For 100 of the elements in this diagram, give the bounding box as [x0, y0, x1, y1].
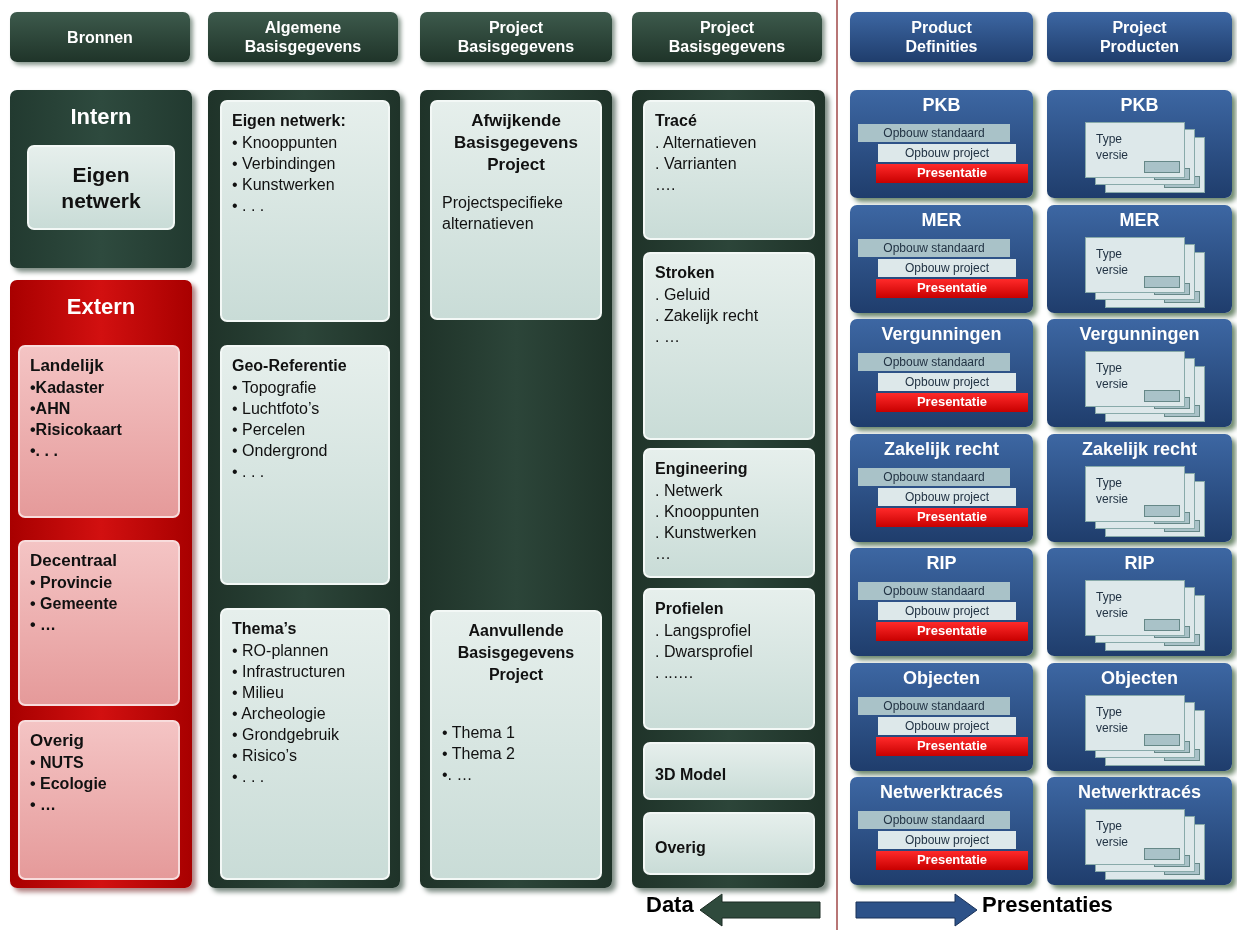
layer-strip: Opbouw project	[878, 373, 1016, 391]
card-heading: Landelijk	[30, 355, 105, 377]
page-text: Type versie	[1096, 818, 1129, 850]
layer-strip: Opbouw project	[878, 831, 1016, 849]
card-title: MER	[1118, 208, 1161, 231]
card-heading: 3D Model	[655, 765, 728, 785]
source-card	[18, 720, 180, 880]
group-title: Extern	[65, 294, 137, 320]
list-item: • NUTS	[30, 753, 85, 773]
card-heading: Thema’s	[232, 619, 298, 639]
list-item: . Geluid	[655, 285, 712, 305]
list-item: . Zakelijk recht	[655, 306, 760, 326]
list-item: • Thema 2	[442, 744, 516, 764]
data-card	[220, 345, 390, 585]
page-text: Type versie	[1096, 703, 1129, 736]
page-text: Type versie	[1096, 131, 1129, 163]
list-item: • Milieu	[232, 683, 285, 703]
direction-label: Presentaties	[982, 892, 1113, 918]
list-item: • . . .	[232, 767, 266, 787]
card-title: Vergunningen	[1078, 323, 1201, 345]
product-card	[850, 433, 1033, 542]
product-card	[1047, 433, 1232, 542]
column-panel	[632, 90, 825, 888]
card-heading: Geo-Referentie	[232, 356, 348, 376]
list-item: •Kadaster	[30, 378, 106, 398]
product-card	[850, 662, 1033, 771]
card-title: PKB	[921, 94, 962, 116]
stacked-pages	[1085, 122, 1207, 194]
data-card	[643, 448, 815, 578]
card-title: Eigen netwerk	[60, 161, 142, 214]
list-item: • Infrastructuren	[232, 662, 347, 682]
page-text: Type versie	[1096, 360, 1129, 392]
list-item: . …	[655, 327, 681, 347]
layer-strip: Opbouw standaard	[858, 124, 1010, 142]
column-header	[850, 12, 1033, 62]
column-header	[10, 12, 190, 62]
card-title: Netwerktracés	[878, 781, 1005, 803]
card-title: Netwerktracés	[1076, 781, 1203, 803]
card-title: MER	[920, 208, 963, 231]
layer-strip: Opbouw project	[878, 716, 1016, 735]
list-item: • Verbindingen	[232, 154, 337, 174]
card-title: Vergunningen	[880, 323, 1003, 345]
list-item: • Gemeente	[30, 594, 119, 614]
list-item: • Archeologie	[232, 704, 327, 724]
product-card	[1047, 662, 1232, 771]
layer-strip: Opbouw standaard	[858, 582, 1010, 600]
data-card	[430, 610, 602, 880]
list-item: . Kunstwerken	[655, 523, 758, 543]
list-item: • …	[30, 795, 58, 815]
page-text: Type versie	[1096, 245, 1129, 278]
stacked-pages	[1085, 236, 1207, 309]
column-header	[1047, 12, 1232, 62]
card-heading: Afwijkende Basisgegevens Project	[453, 110, 579, 176]
product-card	[850, 777, 1033, 885]
column-header	[420, 12, 612, 62]
data-card	[643, 812, 815, 875]
layer-strip: Presentatie	[876, 851, 1028, 870]
card-title: RIP	[925, 552, 958, 574]
header-text: Project Basisgegevens	[667, 18, 787, 56]
stacked-pages	[1085, 580, 1207, 652]
layer-strip: Opbouw project	[878, 602, 1016, 620]
card-heading: Overig	[30, 730, 85, 752]
list-item: . Langsprofiel	[655, 621, 753, 641]
data-card	[643, 588, 815, 730]
card-heading: Profielen	[655, 599, 725, 619]
layer-strip: Presentatie	[876, 164, 1028, 183]
column-header	[208, 12, 398, 62]
list-item: • Thema 1	[442, 723, 516, 743]
card-title: Zakelijk recht	[1080, 437, 1199, 460]
list-item: • Ondergrond	[232, 441, 329, 461]
product-card	[850, 204, 1033, 313]
header-text: Project Basisgegevens	[456, 18, 576, 56]
stacked-pages	[1085, 809, 1207, 881]
product-card	[850, 319, 1033, 427]
data-card	[643, 100, 815, 240]
card-heading: Engineering	[655, 459, 749, 479]
page-text: Type versie	[1096, 474, 1129, 507]
list-item: • …	[30, 615, 58, 635]
list-item: . ..….	[655, 663, 695, 683]
page-text: Type versie	[1096, 589, 1129, 621]
product-card	[1047, 548, 1232, 656]
header-text: Algemene Basisgegevens	[243, 18, 363, 56]
card-heading: Eigen netwerk:	[232, 111, 347, 131]
stacked-pages	[1085, 351, 1207, 423]
list-item: •Risicokaart	[30, 420, 123, 440]
card-heading: Tracé	[655, 111, 698, 131]
list-item: • RO-plannen	[232, 641, 330, 661]
card-title: Objecten	[1100, 666, 1179, 689]
list-item: • Topografie	[232, 378, 318, 398]
layer-strip: Presentatie	[876, 736, 1028, 756]
card-heading: Overig	[655, 837, 707, 858]
header-text: Product Definities	[904, 18, 979, 56]
source-group-panel	[10, 90, 192, 268]
product-card	[1047, 90, 1232, 198]
list-item: . Alternatieven	[655, 133, 758, 153]
list-item: • . . .	[232, 196, 266, 216]
stacked-pages	[1085, 694, 1207, 767]
list-item: . Netwerk	[655, 481, 724, 501]
description-text: Projectspecifieke alternatieven	[442, 193, 564, 234]
list-item: • Luchtfoto’s	[232, 399, 321, 419]
